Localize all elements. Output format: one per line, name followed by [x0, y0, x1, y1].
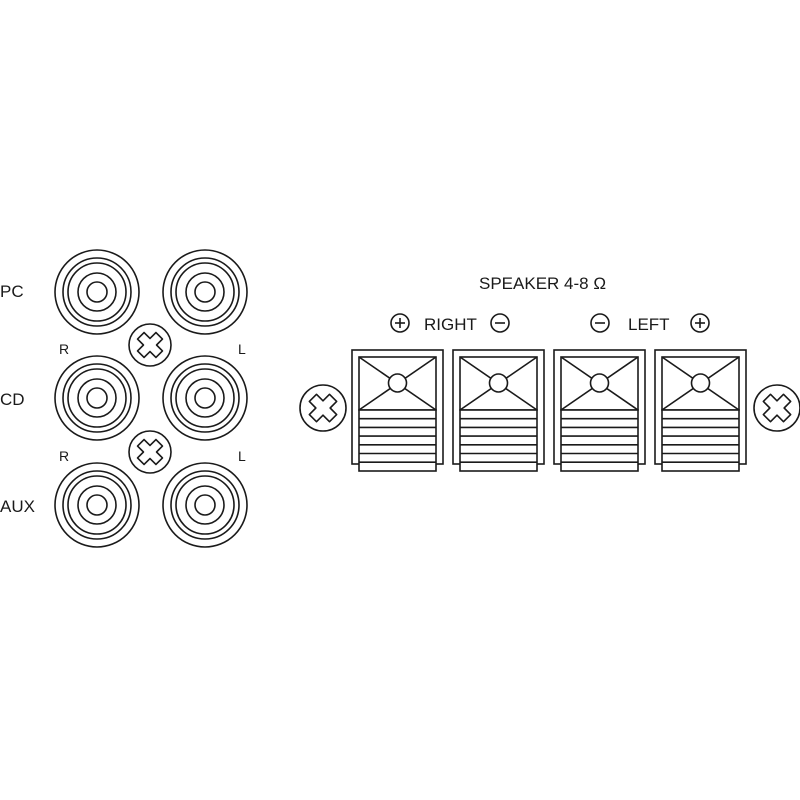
speaker-terminal[interactable] [452, 349, 545, 472]
input-label-cd: CD [0, 390, 25, 409]
channel-label-r: R [59, 448, 69, 464]
screw-icon [299, 384, 347, 432]
rca-jack[interactable] [54, 355, 140, 441]
speaker-left-label: LEFT [628, 315, 670, 334]
channel-label-l: L [238, 341, 246, 357]
plus-icon [690, 313, 710, 333]
rca-jack[interactable] [162, 355, 248, 441]
channel-label-r: R [59, 341, 69, 357]
speaker-terminal[interactable] [553, 349, 646, 472]
screw-icon [753, 384, 800, 432]
plus-icon [390, 313, 410, 333]
rca-jack[interactable] [54, 249, 140, 335]
speaker-terminal[interactable] [351, 349, 444, 472]
speaker-output-section: SPEAKER 4-8 Ω RIGHT LEFT [299, 274, 800, 472]
screw-icon [128, 323, 172, 367]
speaker-terminal[interactable] [654, 349, 747, 472]
input-label-pc: PC [0, 282, 24, 301]
input-label-aux: AUX [0, 497, 35, 516]
minus-icon [490, 313, 510, 333]
rca-jack[interactable] [54, 462, 140, 548]
rca-jack[interactable] [162, 462, 248, 548]
channel-label-l: L [238, 448, 246, 464]
rca-input-section: PC CD AUX R L R L [0, 249, 248, 548]
minus-icon [590, 313, 610, 333]
speaker-title: SPEAKER 4-8 Ω [479, 274, 606, 293]
speaker-right-label: RIGHT [424, 315, 477, 334]
rca-jack[interactable] [162, 249, 248, 335]
screw-icon [128, 430, 172, 474]
